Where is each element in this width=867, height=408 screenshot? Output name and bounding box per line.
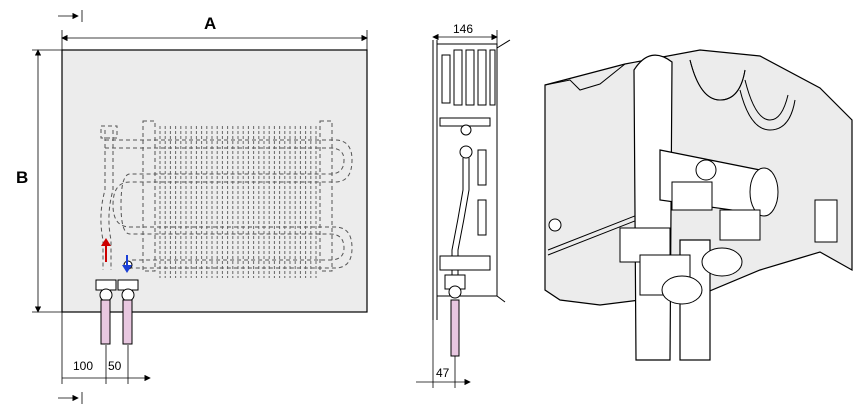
return-pipe [122, 299, 133, 345]
front-panel [61, 49, 368, 313]
label-pipe-spacing: 50 [108, 359, 122, 373]
label-pipe-offset: 47 [436, 366, 450, 380]
label-depth: 146 [453, 22, 474, 36]
label-width: A [204, 14, 217, 33]
dimension-a [58, 10, 368, 50]
side-view [416, 30, 511, 388]
label-height: B [16, 168, 29, 187]
coil-pipe [100, 120, 353, 272]
label-offset-left: 100 [73, 359, 94, 373]
dimension-depth [432, 30, 498, 44]
dimension-bottom [58, 312, 151, 404]
supply-pipe [100, 299, 111, 345]
supply-arrow [101, 238, 111, 262]
heat-exchanger-fins [159, 126, 317, 278]
side-louvres [441, 49, 496, 106]
dimension-b [32, 49, 62, 313]
dimension-pipe-offset [416, 320, 471, 388]
side-pipe [450, 299, 460, 357]
front-view [32, 10, 368, 404]
return-arrow [122, 255, 132, 273]
valve-detail-view [544, 49, 853, 361]
